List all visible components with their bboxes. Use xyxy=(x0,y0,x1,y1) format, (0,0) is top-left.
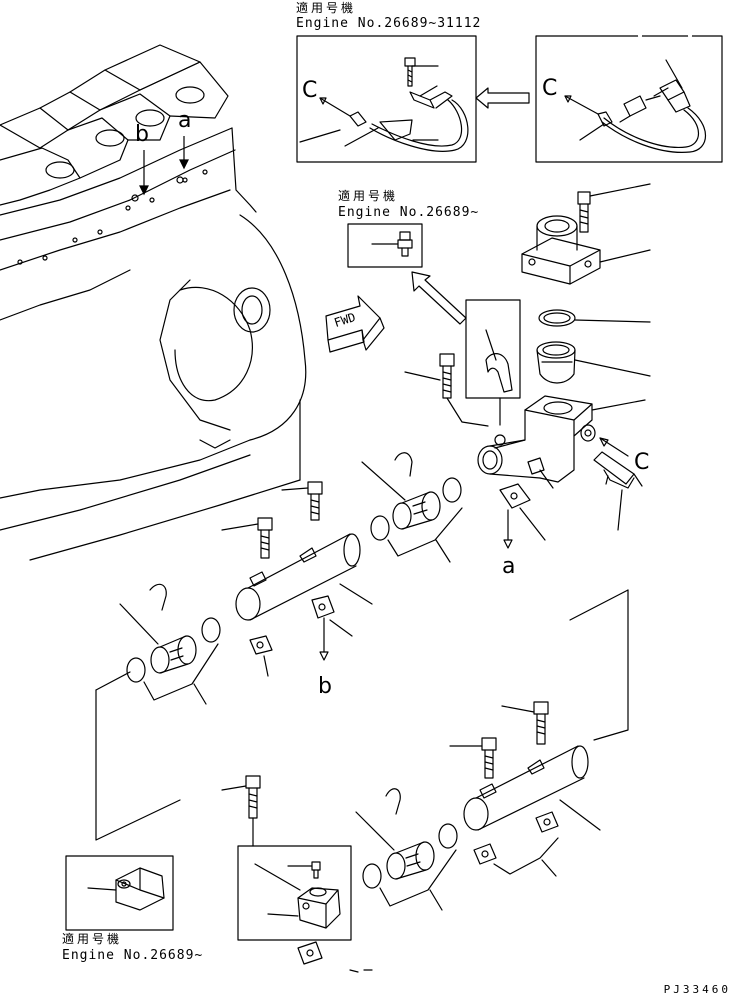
left-connector-hose xyxy=(120,584,220,704)
applicable-label-mid: 適用号機 xyxy=(338,189,399,203)
engine-number-top: Engine No.26689~31112 xyxy=(296,16,482,31)
engine-block-drawing xyxy=(0,45,306,560)
assembly-outline-lines xyxy=(96,590,628,840)
ref-letter-a-engine: a xyxy=(178,108,192,133)
leader-line xyxy=(300,130,340,142)
hollow-arrow-left xyxy=(476,88,529,108)
engine-number-bottom: Engine No.26689~ xyxy=(62,948,204,963)
thermostat-housing-stack xyxy=(405,184,650,548)
lower-water-pipe xyxy=(450,702,600,876)
hollow-arrow-diagonal xyxy=(412,272,466,324)
engine-number-mid: Engine No.26689~ xyxy=(338,205,480,220)
upper-connector-hose xyxy=(362,453,462,562)
sensor-callout-top xyxy=(297,36,476,162)
ref-letter-b-engine: b xyxy=(135,122,149,147)
sensor-callout-right xyxy=(536,30,722,162)
ref-letter-c-top: C xyxy=(302,78,318,103)
applicable-label-bottom: 適用号機 xyxy=(62,932,123,946)
ref-letter-c-right: C xyxy=(542,76,558,101)
upper-water-pipe xyxy=(222,482,372,676)
ref-letter-b-pipe: b xyxy=(318,674,332,699)
sensor-callout-mid xyxy=(348,224,422,267)
ref-letter-c-sensor: C xyxy=(634,450,650,475)
applicable-label-top: 適用号機 xyxy=(296,1,357,15)
fwd-arrow xyxy=(326,296,384,352)
drawing-code: PJ33460 xyxy=(663,983,731,996)
elbow-callout-lower xyxy=(222,776,372,972)
ref-letter-a-pipe: a xyxy=(502,554,516,579)
arrowhead-b-engine xyxy=(140,186,148,194)
lower-connector-hose xyxy=(356,789,457,910)
elbow-callout-left xyxy=(66,856,173,930)
arrowhead-a-engine xyxy=(180,160,188,168)
